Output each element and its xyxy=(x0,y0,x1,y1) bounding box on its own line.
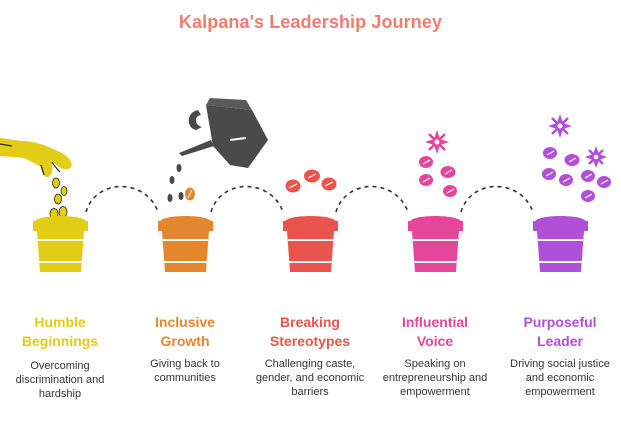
sprouting-leaves-icon xyxy=(285,169,337,193)
stage-2-title-line2: Growth xyxy=(160,333,210,349)
seedling-icon xyxy=(185,187,195,201)
pot-stage-1 xyxy=(33,216,88,272)
stage-2-title: Inclusive Growth xyxy=(125,313,245,351)
pot-stage-5 xyxy=(533,216,588,272)
stage-4-title: Influential Voice xyxy=(375,313,495,351)
stage-5-title-line1: Purposeful xyxy=(523,314,597,330)
stage-1-title-line1: Humble xyxy=(34,314,86,330)
pot-stage-4 xyxy=(408,216,463,272)
stage-4-description: Speaking on entrepreneurship and empower… xyxy=(382,358,488,398)
stage-3-title: Breaking Stereotypes xyxy=(250,313,370,351)
flowering-plant-icon xyxy=(419,130,457,197)
stage-1-title-line2: Beginnings xyxy=(21,333,99,349)
watering-can-icon xyxy=(179,98,268,168)
stage-2-description: Giving back to communities xyxy=(150,358,220,384)
page-title: Kalpana's Leadership Journey xyxy=(178,12,443,32)
stage-1-title: Humble Beginnings xyxy=(0,313,120,351)
full-bloom-plant-icon xyxy=(542,114,611,202)
connector-2-3 xyxy=(210,185,284,213)
stage-2-title-line1: Inclusive xyxy=(155,314,215,330)
pot-stage-3 xyxy=(283,216,338,272)
pot-stage-2 xyxy=(158,216,213,272)
stage-5-title: Purposeful Leader xyxy=(500,313,620,351)
water-drops-icon xyxy=(167,164,184,202)
stage-1-description: Overcoming discrimination and hardship xyxy=(15,360,105,400)
connector-1-2 xyxy=(85,185,159,213)
stage-3-description: Challenging caste, gender, and economic … xyxy=(255,358,365,398)
stage-4-title-line1: Influential xyxy=(401,314,469,330)
connector-4-5 xyxy=(460,185,534,213)
stage-3-title-line1: Breaking xyxy=(280,314,340,330)
stage-5-title-line2: Leader xyxy=(537,333,583,349)
connector-3-4 xyxy=(335,185,409,213)
stage-4-title-line2: Voice xyxy=(416,333,454,349)
stage-5-description: Driving social justice and economic empo… xyxy=(510,358,610,398)
stage-3-title-line2: Stereotypes xyxy=(269,333,351,349)
hand-planting-seeds-icon xyxy=(0,138,72,205)
connectors xyxy=(85,185,534,213)
